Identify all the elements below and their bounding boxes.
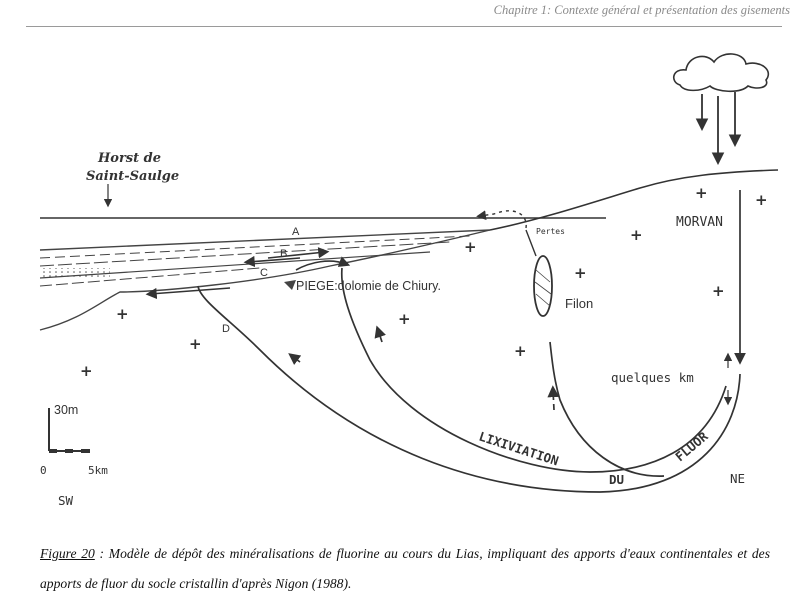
scale-horizontal-label: 5km <box>88 464 108 477</box>
depth-label: quelques km <box>611 370 694 385</box>
scale-vertical-label: 30m <box>54 403 78 417</box>
caption-text: : Modèle de dépôt des minéralisations de… <box>40 546 770 591</box>
running-header: Chapitre 1: Contexte général et présenta… <box>493 3 790 17</box>
du-label: DU <box>609 472 624 487</box>
land-surface <box>489 169 779 231</box>
svg-text:+: + <box>80 362 93 380</box>
svg-text:+: + <box>630 226 643 244</box>
layer-d-label: D <box>222 323 230 335</box>
losses-path <box>476 210 527 229</box>
svg-text:+: + <box>398 310 411 328</box>
horst-label-line1: Horst de <box>97 151 161 166</box>
fluor-label: FLUOR <box>672 428 711 464</box>
massif-label: MORVAN <box>676 215 723 230</box>
basement-cross-icon: + + + + + + + + + + + <box>80 184 768 380</box>
leaching-label: LIXIVIATION <box>477 429 560 469</box>
deep-circulation-paths <box>197 190 746 493</box>
fluorite-vein-icon <box>525 229 553 317</box>
figure-number: Figure 20 <box>40 546 95 561</box>
sediment-layers <box>39 229 491 331</box>
svg-text:+: + <box>755 191 768 209</box>
svg-text:+: + <box>189 335 202 353</box>
geologic-cross-section: Horst de Saint-Saulge A B C D PIEGE:dolo… <box>39 53 779 508</box>
header-rule <box>26 26 782 27</box>
svg-text:+: + <box>514 342 527 360</box>
losses-label: Pertes <box>536 227 565 236</box>
layer-b-label: B <box>280 248 287 260</box>
cloud-icon <box>673 53 770 93</box>
figure-caption: Figure 20 : Modèle de dépôt des minérali… <box>40 539 770 599</box>
svg-text:+: + <box>695 184 708 202</box>
direction-ne: NE <box>730 471 745 486</box>
svg-text:+: + <box>574 264 587 282</box>
direction-sw: SW <box>58 493 74 508</box>
scale-bar-icon <box>48 408 90 453</box>
svg-text:+: + <box>464 238 477 256</box>
vein-label: Filon <box>565 296 593 311</box>
scale-zero-label: 0 <box>40 464 47 477</box>
rain-arrow-icon <box>695 92 742 166</box>
svg-text:+: + <box>712 282 725 300</box>
layer-a-label: A <box>292 226 300 238</box>
flow-arrow-icon <box>145 247 351 300</box>
svg-text:+: + <box>116 305 129 323</box>
trap-label: PIEGE:dolomie de Chiury. <box>296 279 441 293</box>
layer-c-label: C <box>260 267 268 279</box>
trap-marker <box>284 280 296 290</box>
horst-label-line2: Saint-Saulge <box>86 169 179 184</box>
